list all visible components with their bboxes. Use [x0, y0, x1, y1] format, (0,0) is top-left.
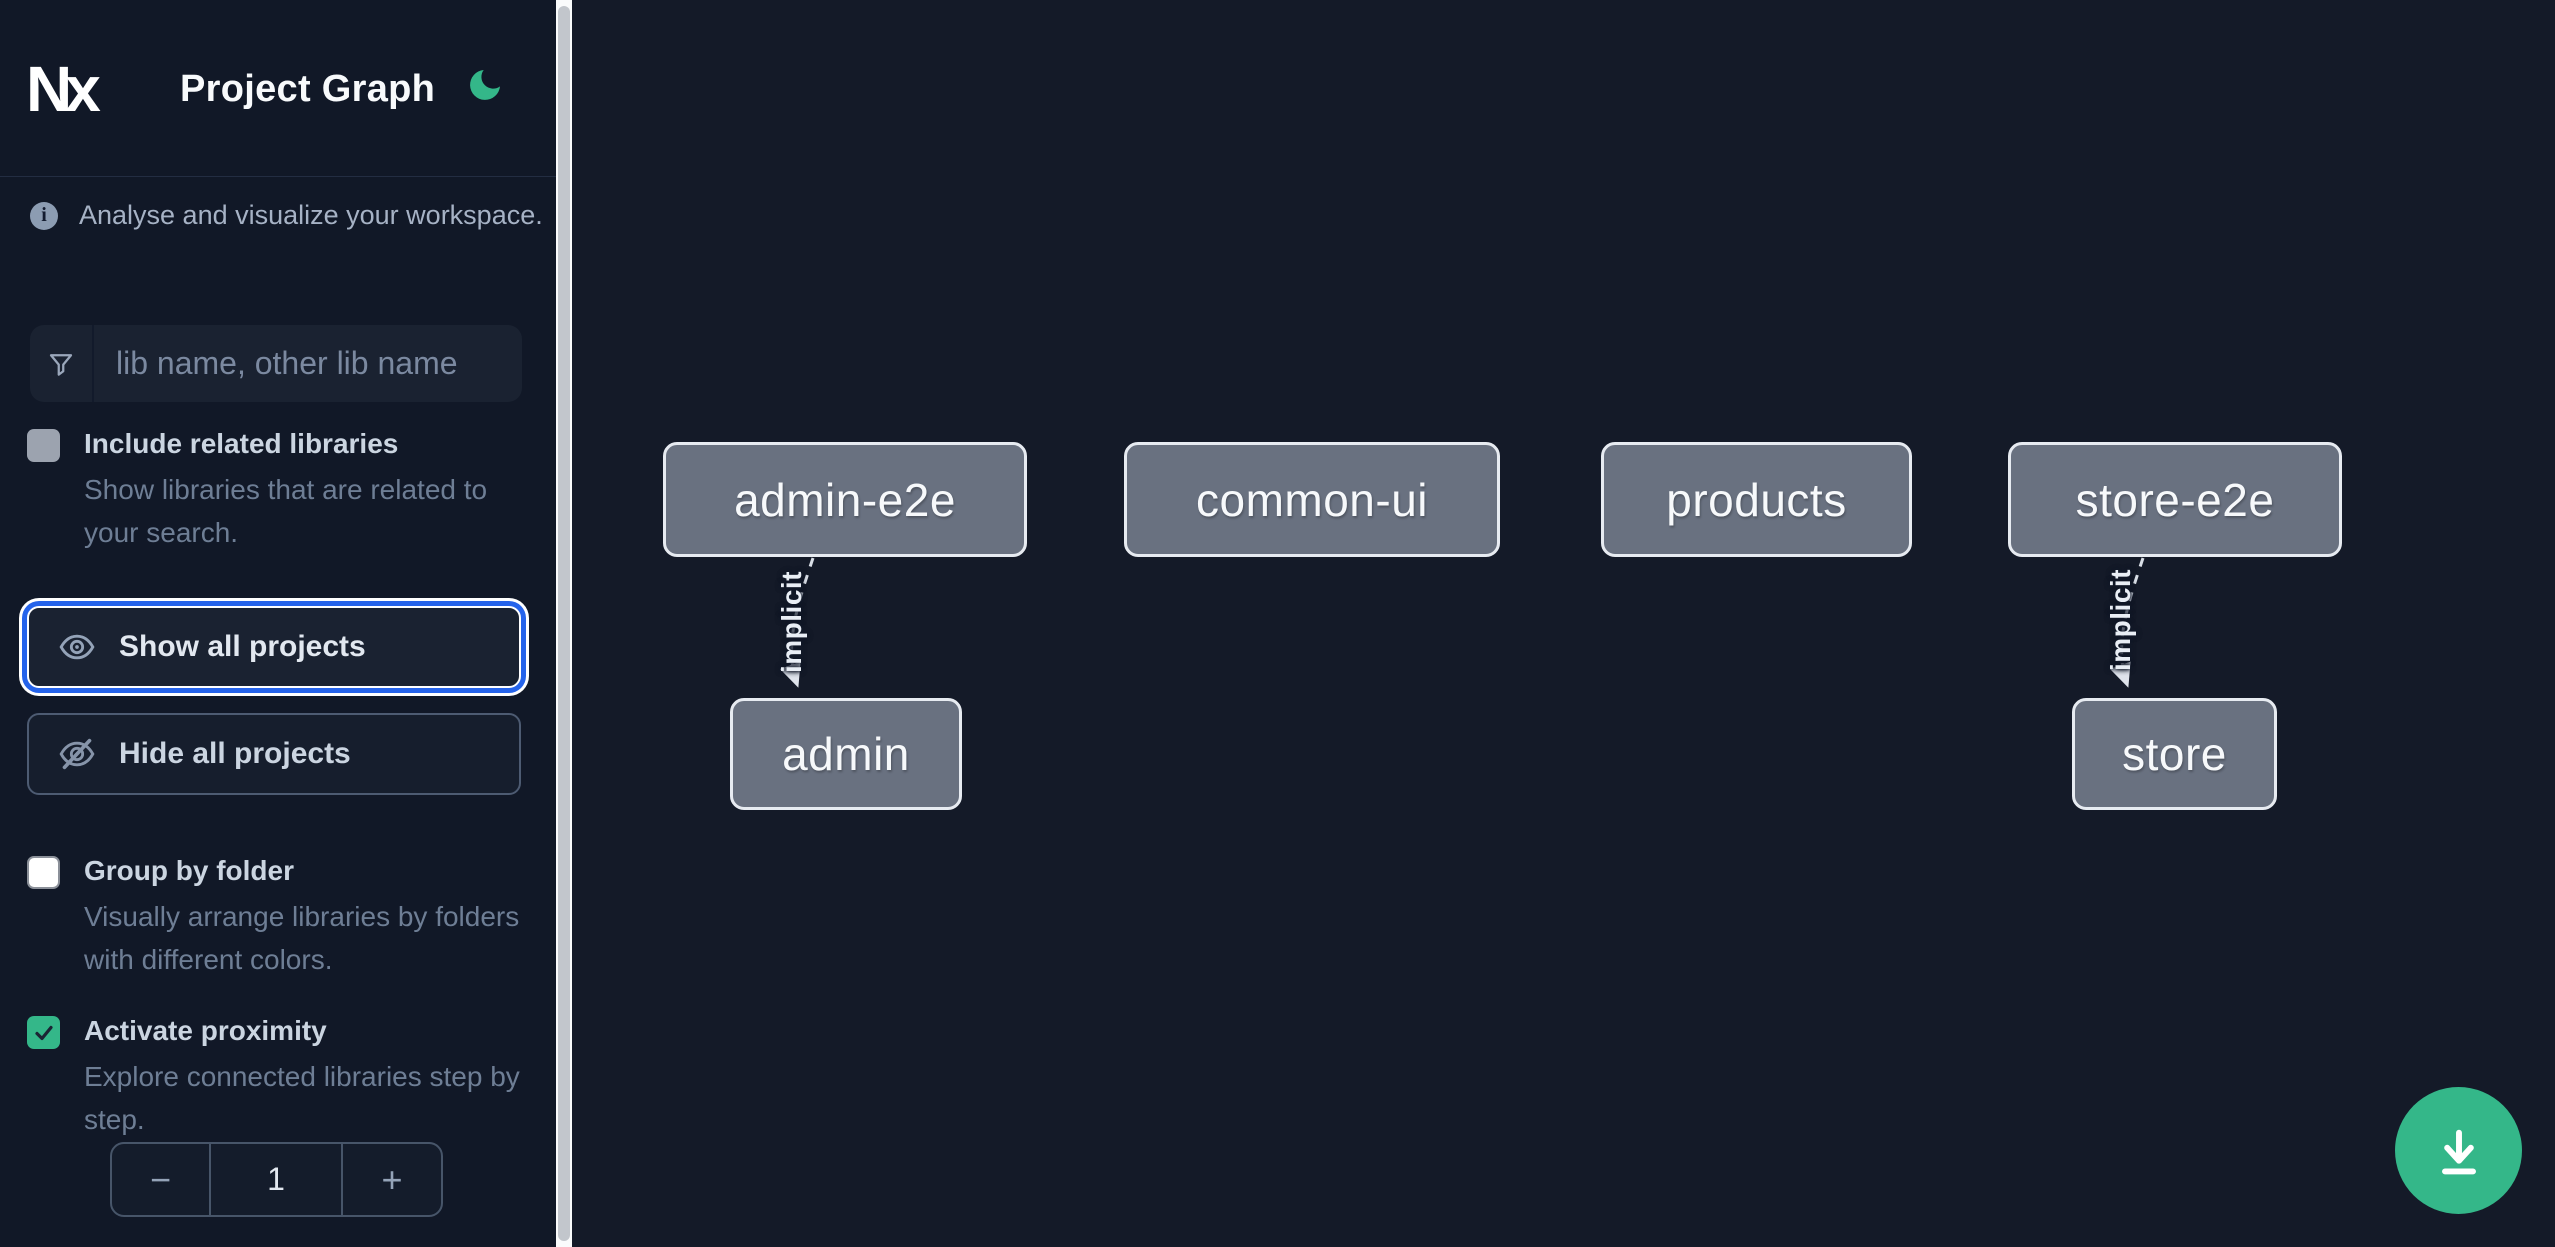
show-all-projects-button[interactable]: Show all projects — [27, 606, 521, 688]
hide-all-projects-button[interactable]: Hide all projects — [27, 713, 521, 795]
info-icon: i — [30, 201, 58, 230]
sidebar-scrollbar[interactable] — [556, 0, 572, 1247]
scrollbar-thumb[interactable] — [558, 6, 570, 1241]
sidebar: Nx Project Graph i Analyse and visualize… — [0, 0, 556, 1247]
graph-node-products[interactable]: products — [1601, 442, 1912, 557]
include-related-checkbox[interactable] — [27, 429, 60, 462]
eye-icon — [59, 634, 95, 660]
download-button[interactable] — [2395, 1087, 2522, 1214]
workspace-info: i Analyse and visualize your workspace. — [30, 200, 543, 231]
sidebar-header: Nx Project Graph — [0, 0, 556, 177]
activate-proximity-label: Activate proximity — [84, 1015, 327, 1046]
activate-proximity-option: Activate proximity Explore connected lib… — [27, 1014, 536, 1141]
depth-value: 1 — [209, 1144, 343, 1215]
nx-logo[interactable]: Nx — [26, 53, 101, 125]
graph-node-admin-e2e[interactable]: admin-e2e — [663, 442, 1027, 557]
group-by-folder-label: Group by folder — [84, 855, 294, 886]
show-all-projects-label: Show all projects — [119, 630, 366, 663]
edge-label-implicit-store: implicit — [2105, 568, 2136, 672]
group-by-folder-checkbox[interactable] — [27, 856, 60, 889]
hide-all-projects-label: Hide all projects — [119, 737, 351, 770]
include-related-option: Include related libraries Show libraries… — [27, 427, 536, 554]
filter-funnel-icon — [30, 325, 94, 402]
graph-node-store[interactable]: store — [2072, 698, 2277, 810]
graph-node-store-e2e[interactable]: store-e2e — [2008, 442, 2342, 557]
graph-node-common-ui[interactable]: common-ui — [1124, 442, 1500, 557]
activate-proximity-description: Explore connected libraries step by step… — [84, 1061, 520, 1135]
edge-label-implicit-admin: implicit — [776, 570, 807, 674]
include-related-label: Include related libraries — [84, 428, 399, 459]
group-by-folder-option: Group by folder Visually arrange librari… — [27, 854, 536, 981]
activate-proximity-checkbox[interactable] — [27, 1016, 60, 1049]
search-box — [30, 325, 522, 402]
proximity-depth-stepper: − 1 + — [110, 1142, 443, 1217]
info-text: Analyse and visualize your workspace. — [79, 200, 543, 230]
increase-depth-button[interactable]: + — [343, 1144, 441, 1215]
moon-icon — [470, 70, 500, 100]
checkmark-icon — [34, 1025, 53, 1040]
page-title: Project Graph — [180, 68, 436, 110]
decrease-depth-button[interactable]: − — [112, 1144, 209, 1215]
group-by-folder-description: Visually arrange libraries by folders wi… — [84, 901, 520, 975]
search-input[interactable] — [94, 325, 522, 402]
include-related-description: Show libraries that are related to your … — [84, 474, 488, 548]
eye-off-icon — [59, 738, 95, 770]
theme-toggle-button[interactable] — [458, 58, 512, 112]
graph-node-admin[interactable]: admin — [730, 698, 962, 810]
download-icon — [2441, 1129, 2476, 1174]
